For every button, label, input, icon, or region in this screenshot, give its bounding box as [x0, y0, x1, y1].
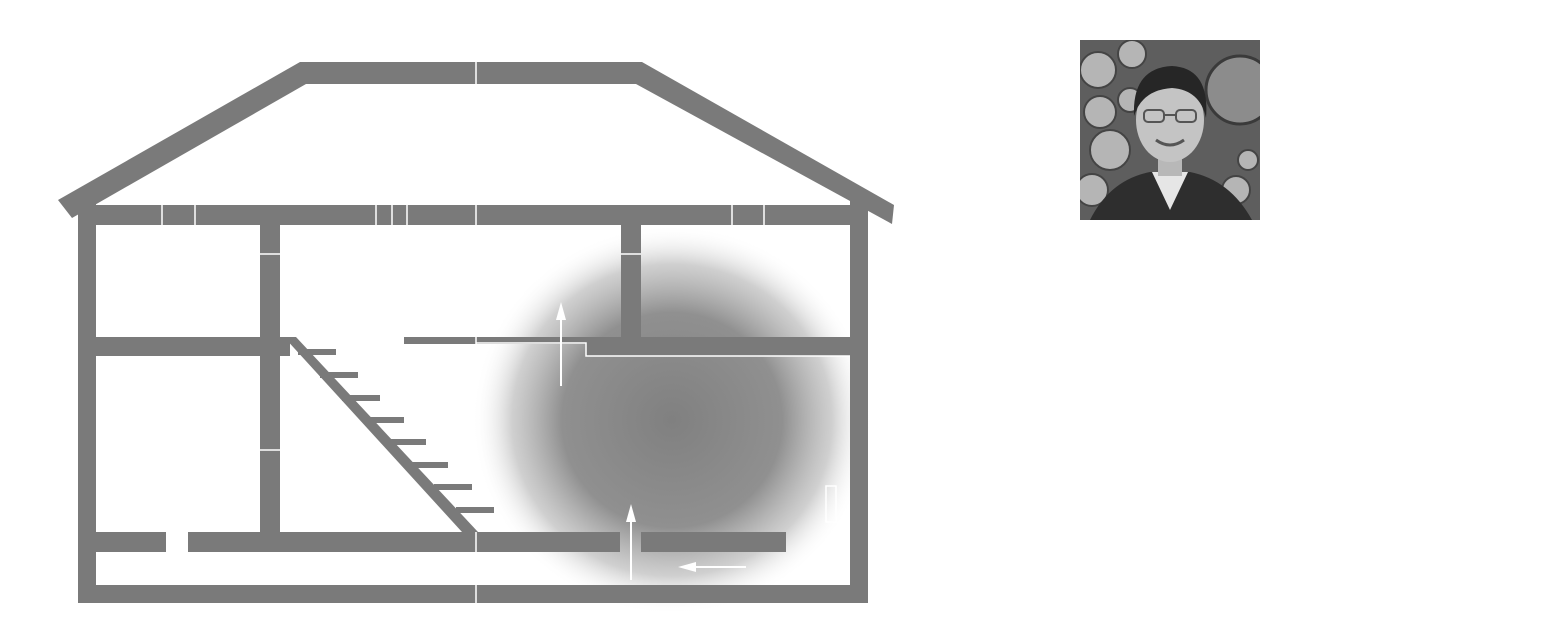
second-floor-landing [404, 337, 586, 344]
ground-floor-slab-middle [188, 532, 620, 552]
house-structure [58, 62, 894, 603]
stair-step [320, 372, 358, 378]
stair-step [298, 349, 336, 355]
wall-vent [825, 485, 837, 523]
stair-step [434, 484, 472, 490]
basement-floor [78, 585, 868, 603]
left-outer-wall [78, 196, 96, 602]
staircase-stringer [284, 337, 478, 532]
stair-step [410, 462, 448, 468]
heat-zone [472, 225, 872, 615]
second-floor-left-slab [96, 337, 290, 356]
attic-floor [96, 205, 850, 225]
upward-airflow-arrow-lower [626, 504, 636, 580]
upper-interior-wall-left [260, 225, 280, 337]
stair-step [366, 417, 404, 423]
inflow-arrow-basement [678, 562, 746, 572]
person-photo [1080, 40, 1260, 220]
upper-interior-wall-right [621, 225, 641, 337]
ground-floor-slab-right [641, 532, 786, 552]
ground-floor-slab-left [96, 532, 166, 552]
roof-left-slope [58, 62, 306, 218]
stair-step [388, 439, 426, 445]
beam-seams [161, 62, 850, 603]
ground-interior-wall [260, 356, 280, 532]
person-photo-icon [1080, 40, 1260, 220]
roof-top-beam [300, 62, 642, 84]
upward-airflow-arrow-upper [556, 302, 566, 386]
second-floor-right-slab [586, 337, 850, 356]
right-outer-wall [850, 196, 868, 602]
stair-step [456, 507, 494, 513]
roof-right-slope [636, 62, 894, 224]
stair-step [342, 395, 380, 401]
